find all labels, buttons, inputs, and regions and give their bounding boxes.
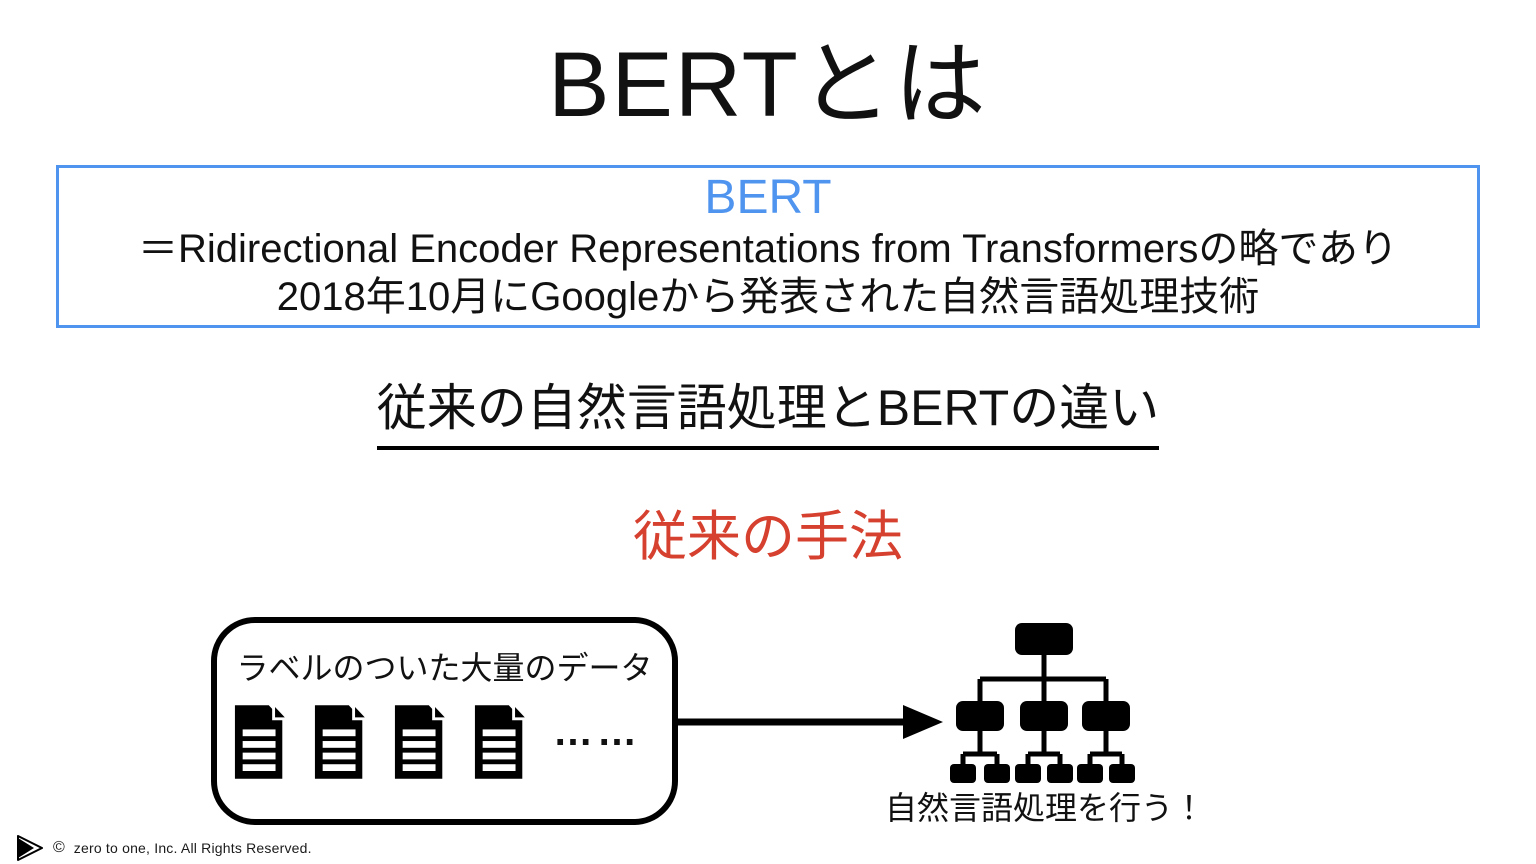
labeled-data-box-label: ラベルのついた大量のデータ	[236, 650, 653, 686]
definition-line-1: ＝Ridirectional Encoder Representations f…	[137, 226, 1399, 271]
document-icon	[474, 703, 531, 779]
footer: © zero to one, Inc. All Rights Reserved.	[16, 835, 312, 861]
hierarchy-tree-icon	[950, 623, 1135, 783]
tree-caption: 自然言語処理を行う！	[884, 790, 1205, 826]
page-title: BERTとは	[548, 34, 988, 136]
method-heading: 従来の手法	[633, 507, 903, 567]
footer-text: zero to one, Inc. All Rights Reserved.	[73, 840, 312, 856]
labeled-data-box: ラベルのついた大量のデータ	[211, 617, 678, 825]
section-heading-text: 従来の自然言語処理とBERTの違い	[376, 368, 1160, 450]
play-logo-icon	[17, 835, 43, 861]
document-icon	[394, 703, 451, 779]
document-icons-row: ……	[233, 703, 672, 781]
flow-arrow-icon	[677, 705, 943, 739]
ellipsis-dots: ……	[553, 710, 641, 754]
copyright-symbol: ©	[53, 839, 65, 856]
definition-box: BERT ＝Ridirectional Encoder Representati…	[56, 165, 1480, 328]
document-icon	[314, 703, 371, 779]
definition-line-2: 2018年10月にGoogleから発表された自然言語処理技術	[276, 274, 1260, 319]
document-icon	[234, 703, 291, 779]
definition-box-heading: BERT	[704, 171, 832, 225]
section-heading: 従来の自然言語処理とBERTの違い	[0, 368, 1536, 450]
